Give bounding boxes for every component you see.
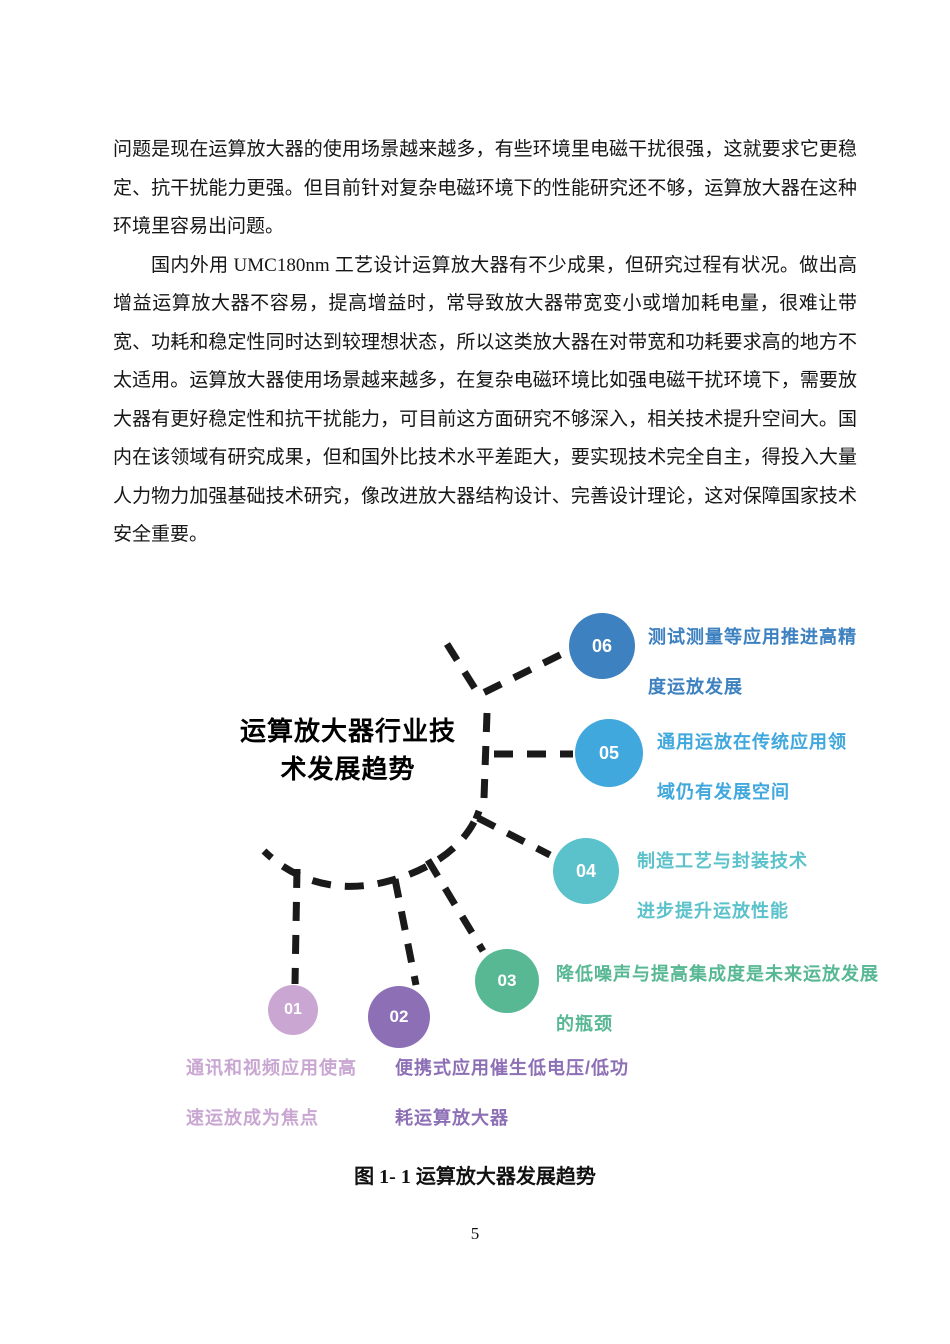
node-circle-06: 06 [569, 613, 635, 679]
branch-to-04 [476, 814, 552, 859]
node-number-03: 03 [497, 971, 517, 990]
node-label-06-line2: 度运放发展 [648, 677, 743, 697]
node-label-03-line2: 的瓶颈 [556, 1014, 613, 1034]
node-label-02-line2: 耗运算放大器 [395, 1108, 509, 1128]
figure-caption: 图 1- 1 运算放大器发展趋势 [354, 1166, 596, 1188]
paragraph-1: 问题是现在运算放大器的使用场景越来越多，有些环境里电磁干扰很强，这就要求它更稳定… [113, 139, 857, 237]
left-arc [261, 820, 478, 890]
node-label-03: 降低噪声与提高集成度是未来运放发展 的瓶颈 [556, 949, 879, 1049]
page-number: 5 [470, 1224, 480, 1243]
node-label-06: 测试测量等应用推进高精 度运放发展 [648, 612, 857, 712]
node-label-05: 通用运放在传统应用领 域仍有发展空间 [657, 717, 847, 817]
node-circle-03: 03 [475, 949, 539, 1013]
node-label-01-line2: 速运放成为焦点 [186, 1108, 319, 1128]
node-label-04-line1: 制造工艺与封装技术 [637, 851, 808, 871]
node-number-01: 01 [284, 1001, 302, 1018]
diagram-title-line1: 运算放大器行业技 [239, 716, 456, 746]
node-label-03-line1: 降低噪声与提高集成度是未来运放发展 [556, 964, 879, 984]
node-number-04: 04 [575, 860, 597, 881]
branch-to-01 [291, 868, 301, 985]
paragraph-2: 国内外用 UMC180nm 工艺设计运算放大器有不少成果，但研究过程有状况。做出… [113, 254, 857, 546]
body-text: 问题是现在运算放大器的使用场景越来越多，有些环境里电磁干扰很强，这就要求它更稳定… [113, 131, 857, 555]
node-label-02: 便携式应用催生低电压/低功 耗运算放大器 [395, 1043, 629, 1143]
node-label-02-line1: 便携式应用催生低电压/低功 [395, 1058, 629, 1078]
node-circle-02: 02 [368, 986, 430, 1048]
node-label-04: 制造工艺与封装技术 进步提升运放性能 [637, 836, 808, 936]
diagram-title-line2: 术发展趋势 [280, 754, 416, 784]
node-circle-04: 04 [553, 838, 619, 904]
trunk-line [472, 712, 491, 821]
node-number-05: 05 [598, 742, 620, 763]
node-label-01-line1: 通讯和视频应用使高 [186, 1058, 357, 1078]
node-number-02: 02 [389, 1007, 409, 1026]
node-label-04-line2: 进步提升运放性能 [637, 901, 789, 921]
node-circle-01: 01 [268, 985, 318, 1035]
node-circle-05: 05 [575, 719, 643, 787]
node-label-05-line1: 通用运放在传统应用领 [657, 732, 847, 752]
branch-to-03 [425, 858, 486, 953]
node-number-06: 06 [591, 635, 613, 656]
diagram-title: 运算放大器行业技 术发展趋势 [230, 712, 466, 788]
branch-to-06 [444, 642, 566, 700]
node-label-06-line1: 测试测量等应用推进高精 [648, 627, 857, 647]
node-label-01: 通讯和视频应用使高 速运放成为焦点 [186, 1043, 357, 1143]
branch-to-02 [391, 878, 420, 986]
node-label-05-line2: 域仍有发展空间 [657, 782, 790, 802]
